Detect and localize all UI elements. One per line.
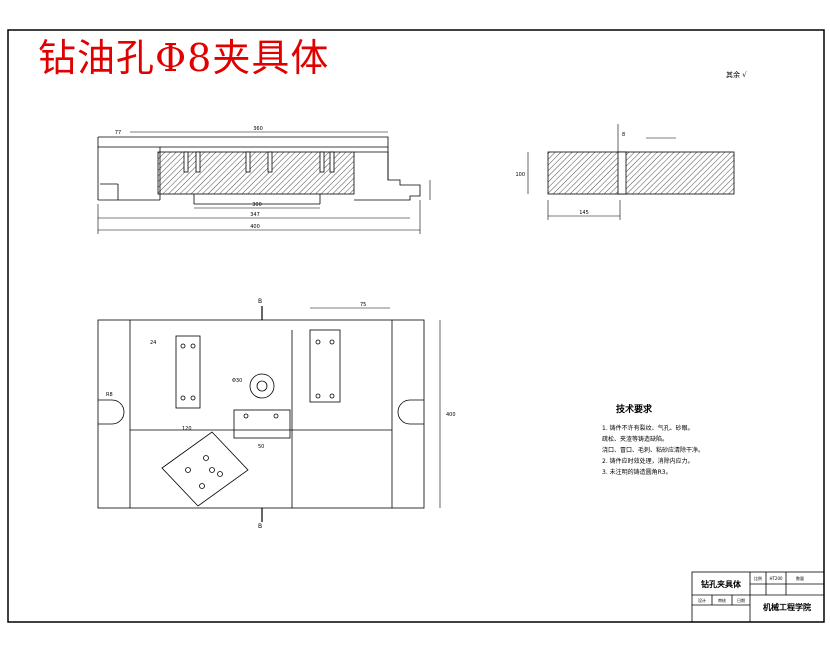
tech-item-2: 疏松、夹渣等铸造缺陷。 bbox=[602, 435, 668, 443]
dim-plan-a: 24 bbox=[150, 340, 156, 346]
tech-requirements-heading: 技术要求 bbox=[616, 403, 653, 415]
dim-front-base: 300 bbox=[252, 202, 262, 208]
tech-item-4: 2. 铸件应时效处理，消除内应力。 bbox=[602, 457, 694, 465]
dim-plan-d: 50 bbox=[258, 444, 264, 450]
tech-item-5: 3. 未注明的铸造圆角R3。 bbox=[602, 468, 672, 476]
title-block-date: 日期 bbox=[737, 597, 745, 603]
front-section-view bbox=[97, 131, 431, 234]
title-block-scale: 比例 bbox=[754, 575, 762, 581]
dim-side-hole: 8 bbox=[622, 132, 625, 138]
dim-plan-c: 75 bbox=[360, 302, 366, 308]
dim-plan-slot: R8 bbox=[106, 392, 113, 398]
title-block-school: 机械工程学院 bbox=[763, 602, 811, 612]
title-block bbox=[691, 571, 825, 623]
title-block-part-name: 钻孔夹具体 bbox=[701, 579, 742, 589]
title-block-quantity: 数量 bbox=[796, 575, 804, 581]
dim-plan-b: 120 bbox=[182, 426, 192, 432]
dim-front-inner: 347 bbox=[250, 212, 260, 218]
section-mark-bottom: B bbox=[258, 523, 262, 530]
title-block-checker: 审核 bbox=[718, 597, 726, 603]
drawing-title: 钻油孔Φ8夹具体 bbox=[38, 36, 330, 80]
tech-requirements-list: 1. 铸件不许有裂纹、气孔、砂眼。 疏松、夹渣等铸造缺陷。 浇口、冒口、毛刺、粘… bbox=[602, 424, 704, 476]
tech-item-3: 浇口、冒口、毛刺、粘砂应清除干净。 bbox=[602, 446, 704, 454]
dim-front-overall: 400 bbox=[250, 224, 260, 230]
outer-frame bbox=[7, 29, 825, 623]
dim-plan-boss: Φ30 bbox=[232, 378, 242, 384]
dim-plan-height: 400 bbox=[446, 412, 456, 418]
dim-side-width: 145 bbox=[579, 210, 589, 216]
dim-front-left: 77 bbox=[115, 130, 121, 136]
roughness-label: 其余 √ bbox=[726, 70, 747, 79]
title-block-material: HT200 bbox=[769, 576, 783, 581]
side-section-view bbox=[527, 124, 735, 220]
title-block-designer: 设计 bbox=[698, 597, 706, 603]
dim-front-top: 360 bbox=[253, 126, 263, 132]
dim-side-height: 100 bbox=[515, 172, 525, 178]
plan-view bbox=[97, 306, 441, 522]
tech-item-1: 1. 铸件不许有裂纹、气孔、砂眼。 bbox=[602, 424, 694, 432]
section-mark-top: B bbox=[258, 298, 262, 305]
